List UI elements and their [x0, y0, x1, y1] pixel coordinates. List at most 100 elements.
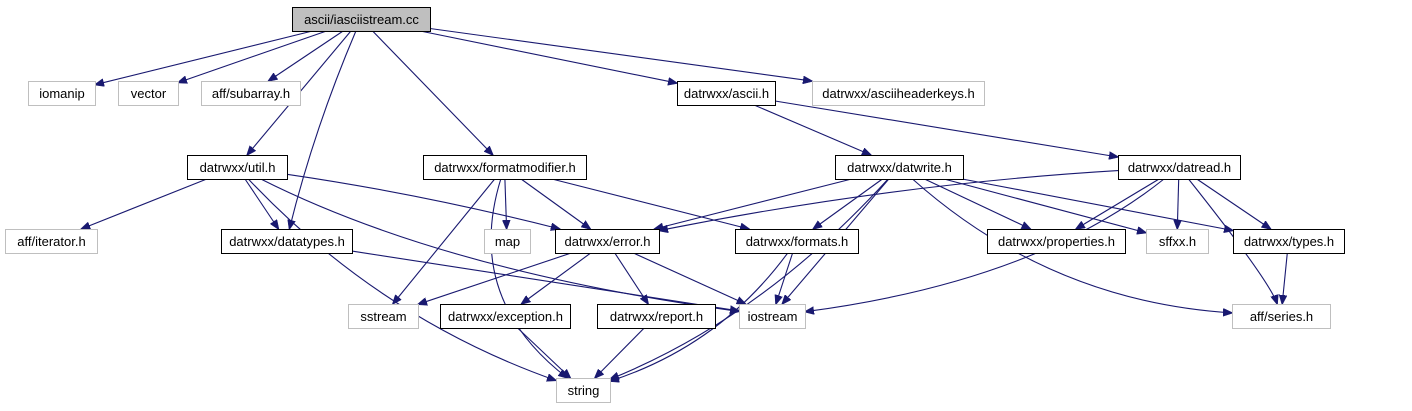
node-label: aff/iterator.h [17, 234, 85, 249]
node-box [28, 81, 96, 106]
node-formatmodifier[interactable]: datrwxx/formatmodifier.h [423, 155, 587, 180]
node-datread[interactable]: datrwxx/datread.h [1118, 155, 1241, 180]
edge-formatmodifier-to-map [505, 178, 507, 229]
node-label: datrwxx/datread.h [1128, 160, 1231, 175]
edge-datwrite-to-error [654, 178, 852, 229]
node-label: datrwxx/properties.h [998, 234, 1115, 249]
edge-formatmodifier-to-string [490, 178, 567, 378]
node-label: string [568, 383, 600, 398]
edge-error-to-iostream [633, 252, 745, 304]
node-box [1118, 155, 1241, 180]
node-box [555, 229, 660, 254]
node-label: sffxx.h [1159, 234, 1196, 249]
node-map: map [484, 229, 531, 254]
node-error[interactable]: datrwxx/error.h [555, 229, 660, 254]
edge-datwrite-to-formats [813, 178, 883, 229]
node-box [118, 81, 179, 106]
edge-formatmodifier-to-formats [551, 178, 749, 229]
node-box [677, 81, 776, 106]
node-datatypes[interactable]: datrwxx/datatypes.h [221, 229, 353, 254]
node-label: aff/subarray.h [212, 86, 290, 101]
edge-datwrite-to-properties [924, 178, 1031, 229]
edge-util-to-datatypes [244, 178, 279, 229]
node-exception[interactable]: datrwxx/exception.h [440, 304, 571, 329]
edge-root-to-datatypes [289, 30, 357, 229]
node-label: datrwxx/datatypes.h [229, 234, 345, 249]
node-label: ascii/iasciistream.cc [304, 12, 419, 27]
node-label: datrwxx/types.h [1244, 234, 1334, 249]
node-box [5, 229, 98, 254]
edge-root-to-ascii [420, 30, 677, 83]
node-formats[interactable]: datrwxx/formats.h [735, 229, 859, 254]
edge-datread-to-properties [1076, 178, 1160, 229]
node-box [484, 229, 531, 254]
node-ascii[interactable]: datrwxx/ascii.h [677, 81, 776, 106]
node-box [1146, 229, 1209, 254]
node-label: aff/series.h [1250, 309, 1313, 324]
node-box [1233, 229, 1345, 254]
edge-formats-to-string [610, 252, 789, 381]
node-box [1232, 304, 1331, 329]
node-box [187, 155, 288, 180]
node-label: datrwxx/formatmodifier.h [434, 160, 576, 175]
node-label: datrwxx/asciiheaderkeys.h [822, 86, 974, 101]
node-box [201, 81, 301, 106]
edge-util-to-error [286, 173, 560, 229]
node-subarray: aff/subarray.h [201, 81, 301, 106]
node-datwrite[interactable]: datrwxx/datwrite.h [835, 155, 964, 180]
edge-datwrite-to-series [912, 178, 1233, 313]
node-box [440, 304, 571, 329]
nodes-layer: ascii/iasciistream.cc iomanip vector aff/su… [5, 7, 1345, 403]
node-label: sstream [360, 309, 406, 324]
edge-formats-to-iostream [776, 252, 794, 304]
edge-formatmodifier-to-sstream [393, 178, 496, 304]
node-util[interactable]: datrwxx/util.h [187, 155, 288, 180]
node-label: datrwxx/ascii.h [684, 86, 769, 101]
node-box [812, 81, 985, 106]
edge-ascii-to-datread [774, 100, 1118, 157]
node-root: ascii/iasciistream.cc [292, 7, 431, 32]
node-box [739, 304, 806, 329]
node-box [348, 304, 419, 329]
node-label: iomanip [39, 86, 85, 101]
edge-datread-to-series [1188, 178, 1278, 304]
node-sffxx: sffxx.h [1146, 229, 1209, 254]
node-properties[interactable]: datrwxx/properties.h [987, 229, 1126, 254]
edge-root-to-formatmodifier [372, 30, 493, 155]
edges-layer [81, 27, 1288, 382]
edge-root-to-vector [178, 30, 327, 83]
edge-datread-to-types [1196, 178, 1271, 229]
edge-ascii-to-datwrite [753, 104, 871, 155]
node-iterator: aff/iterator.h [5, 229, 98, 254]
edge-datwrite-to-sffxx [943, 178, 1146, 233]
edge-error-to-exception [521, 252, 592, 304]
node-vector: vector [118, 81, 179, 106]
node-box [556, 378, 611, 403]
node-asciiheaderkeys: datrwxx/asciiheaderkeys.h [812, 81, 985, 106]
node-label: datrwxx/report.h [610, 309, 703, 324]
node-label: vector [131, 86, 167, 101]
node-series: aff/series.h [1232, 304, 1331, 329]
node-iostream: iostream [739, 304, 806, 329]
edge-error-to-sstream [418, 252, 572, 304]
node-types[interactable]: datrwxx/types.h [1233, 229, 1345, 254]
node-label: iostream [748, 309, 798, 324]
node-box [835, 155, 964, 180]
node-box [423, 155, 587, 180]
node-label: datrwxx/error.h [565, 234, 651, 249]
node-sstream: sstream [348, 304, 419, 329]
node-iomanip: iomanip [28, 81, 96, 106]
node-box [597, 304, 716, 329]
edge-util-to-string [247, 178, 556, 381]
node-label: datrwxx/formats.h [746, 234, 849, 249]
edge-exception-to-string [517, 327, 571, 378]
node-box [987, 229, 1126, 254]
edge-datread-to-sffxx [1177, 178, 1178, 229]
edge-formatmodifier-to-error [520, 178, 590, 229]
node-report[interactable]: datrwxx/report.h [597, 304, 716, 329]
node-box [292, 7, 431, 32]
edge-datwrite-to-string [610, 178, 889, 379]
node-label: datrwxx/util.h [200, 160, 276, 175]
edge-root-to-subarray [268, 30, 344, 81]
edge-types-to-series [1282, 252, 1288, 304]
